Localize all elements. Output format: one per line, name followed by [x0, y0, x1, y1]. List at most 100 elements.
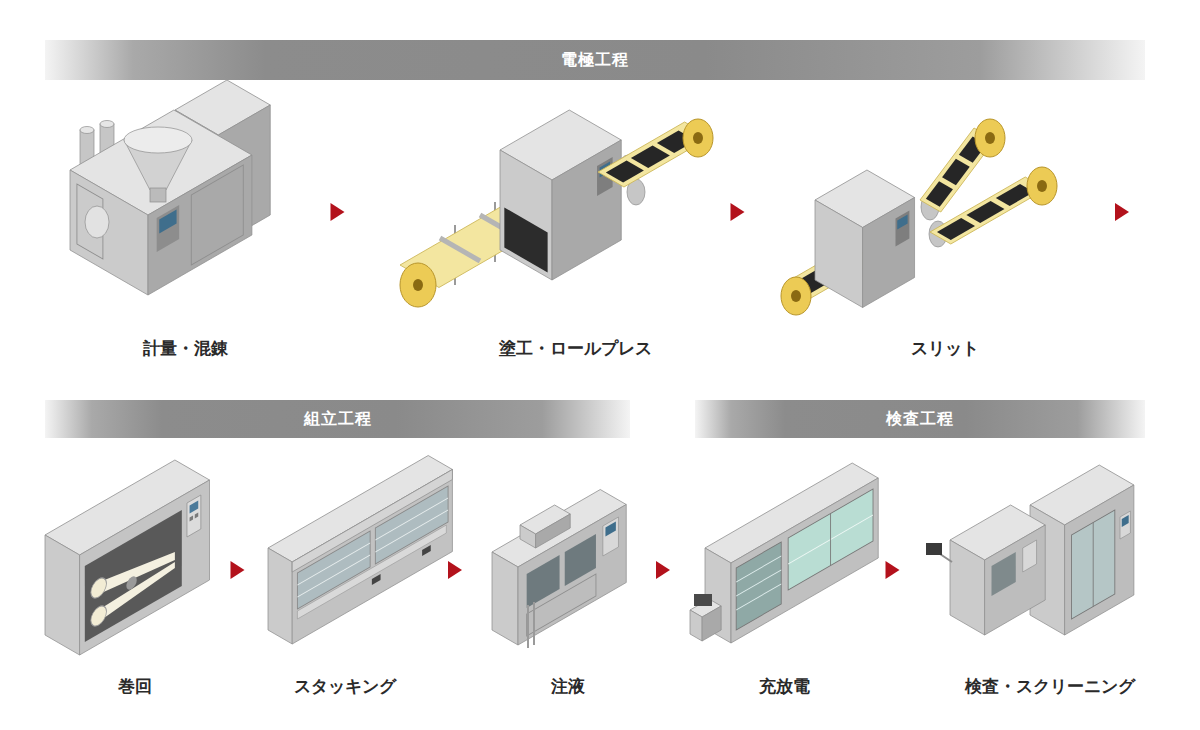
winder-machine: [190, 501, 199, 514]
winder-machine: [97, 562, 175, 623]
inspection-machine: [1065, 485, 1134, 635]
inspection-machine: [1093, 523, 1094, 607]
coater-machine: [440, 238, 480, 261]
slitter-machine: [985, 132, 995, 144]
mixer-machine: [70, 170, 148, 295]
step-label: 充放電: [634, 674, 934, 698]
flow-path: [715, 212, 760, 213]
process-step: 充放電: [678, 455, 875, 705]
charge-discharge-machine: [690, 463, 878, 643]
band-title: 検査工程: [886, 409, 954, 430]
inspection-machine: [1065, 485, 1134, 635]
winder-machine: [80, 480, 210, 655]
band-title: 電極工程: [561, 50, 629, 71]
coater-machine: [504, 208, 547, 273]
band-title: 組立工程: [304, 409, 372, 430]
mixer-machine: [85, 206, 109, 238]
mixer-machine: [159, 210, 176, 234]
charge-discharge-machine: [788, 489, 873, 590]
process-step: 塗工・ロールプレス: [360, 110, 715, 365]
charge-discharge-machine: [736, 556, 781, 582]
mixer-machine: [70, 80, 270, 295]
filling-machine: [492, 490, 626, 649]
slitter-machine: [791, 290, 801, 302]
slitter-machine: [863, 198, 915, 308]
filling-machine: [492, 552, 518, 645]
stacking-machine: [292, 470, 452, 573]
arrow-head: [731, 203, 745, 221]
filling-machine: [518, 505, 626, 646]
inspection-machine: [926, 465, 1134, 635]
inspection-machine: [926, 543, 942, 555]
process-step: 検査・スクリーニング: [910, 455, 1150, 705]
arrow-head: [231, 561, 245, 579]
charge-discharge-machine: [690, 610, 702, 641]
slitter-machine: [781, 277, 811, 315]
mixer-machine: [124, 127, 192, 153]
mixer-machine: [70, 170, 148, 295]
charge-discharge-machine: [830, 514, 831, 566]
flow-arrow: [440, 561, 470, 579]
winder-machine: [126, 574, 136, 592]
step-label: 巻回: [0, 674, 285, 698]
flow-path: [20, 212, 1165, 570]
coater-machine: [500, 150, 552, 280]
stacking-machine: [422, 545, 431, 556]
slitter-machine: [942, 159, 970, 185]
flow-arrow: [648, 561, 678, 579]
flow-path: [440, 570, 470, 571]
charge-discharge-machine: [736, 570, 781, 596]
filling-machine: [603, 517, 619, 556]
process-band: 電極工程: [45, 40, 1145, 80]
filling-machine: [536, 514, 571, 548]
inspection-machine: [1120, 511, 1130, 539]
winder-machine: [187, 495, 201, 537]
coater-machine: [413, 279, 423, 291]
arrow-head: [448, 561, 462, 579]
slitter-machine: [937, 218, 975, 240]
charge-discharge-machine: [736, 542, 781, 630]
slitter-machine: [966, 201, 1004, 223]
step-label: 塗工・ロールプレス: [425, 336, 725, 360]
stacking-machine: [372, 574, 381, 585]
coater-machine: [683, 119, 713, 157]
slitter-machine: [975, 119, 1005, 157]
filling-machine: [527, 574, 596, 636]
coater-machine: [400, 263, 436, 307]
slitter-machine: [897, 215, 907, 230]
process-step: スリット: [760, 110, 1090, 365]
slitter-machine: [896, 211, 910, 247]
step-label: スタッキング: [195, 674, 495, 698]
process-step: 計量・混錬: [45, 110, 315, 365]
flow-arrow: [20, 203, 1165, 570]
process-step: 巻回: [30, 455, 225, 705]
stacking-machine: [268, 548, 292, 644]
filling-machine: [533, 602, 535, 645]
stacking-machine: [292, 470, 452, 645]
slitter-machine: [926, 181, 953, 207]
winder-machine: [85, 510, 182, 642]
coater-machine: [631, 146, 670, 169]
winder-machine: [80, 480, 210, 655]
flow-arrow: [715, 203, 760, 221]
coater-machine: [552, 140, 621, 280]
step-label: スリット: [795, 336, 1095, 360]
coater-machine: [552, 140, 621, 280]
charge-discharge-machine: [736, 584, 781, 610]
step-label: 注液: [418, 674, 718, 698]
winder-machine: [91, 603, 107, 630]
flow-path: [875, 570, 910, 571]
slitter-machine: [781, 119, 1057, 315]
filling-machine: [527, 555, 560, 608]
coater-machine: [606, 161, 644, 183]
winder-machine: [45, 460, 210, 655]
charge-discharge-machine: [694, 594, 712, 606]
flow-arrow: [875, 561, 910, 579]
mixer-machine: [100, 121, 114, 128]
filling-machine: [565, 534, 596, 586]
filling-machine: [518, 505, 626, 646]
flow-arrow: [225, 561, 250, 579]
